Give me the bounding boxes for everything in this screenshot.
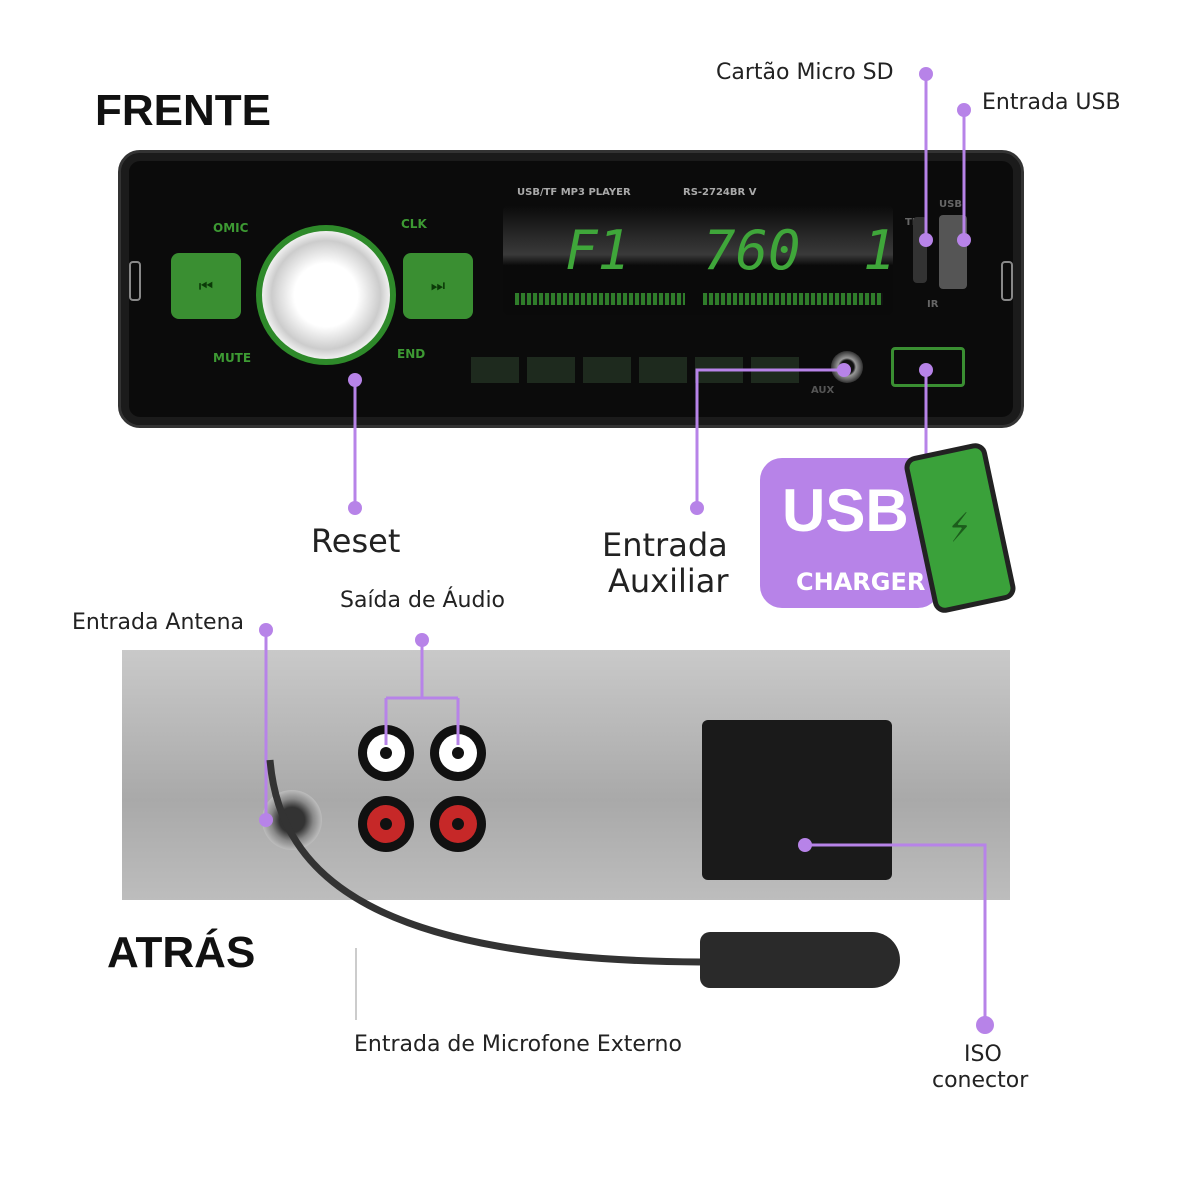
aux-label: AUX — [811, 385, 835, 396]
model-code: RS-2724BR V — [683, 187, 757, 198]
micro-sd-label: Cartão Micro SD — [716, 60, 894, 85]
antenna-label: Entrada Antena — [72, 610, 245, 635]
prev-button[interactable]: ⏮ — [171, 253, 241, 319]
usb-charger-title: USB — [782, 477, 909, 544]
front-heading: FRENTE — [95, 86, 271, 135]
left-release-slot — [129, 261, 141, 301]
tf-label: TF — [905, 217, 919, 228]
display-preset: 1 — [863, 219, 896, 282]
iso-label-line2: conector — [932, 1068, 1029, 1093]
mute-button[interactable]: MUTE — [213, 351, 252, 365]
ir-label: IR — [927, 299, 939, 310]
next-button[interactable]: ⏭ — [403, 253, 473, 319]
audio-out-label: Saída de Áudio — [340, 588, 506, 613]
usb-input-label: Entrada USB — [982, 90, 1121, 115]
mic-label: Entrada de Microfone Externo — [354, 1032, 682, 1057]
rca-red-right — [430, 796, 486, 852]
reset-label: Reset — [311, 522, 401, 560]
usb-charge-port — [891, 347, 965, 387]
usb-port — [939, 215, 967, 289]
usb-charger-subtitle: CHARGER — [796, 568, 926, 596]
lcd-display: F1 760 1 — [503, 205, 896, 315]
spectrum-right — [703, 293, 883, 305]
model-text: USB/TF MP3 PLAYER — [517, 187, 631, 198]
clk-button[interactable]: CLK — [401, 217, 427, 231]
display-frequency: 760 — [703, 219, 801, 282]
iso-label-line1: ISO — [964, 1042, 1002, 1067]
iso-connector — [702, 720, 892, 880]
end-call-button[interactable]: END — [397, 347, 426, 361]
aux-label-line2: Auxiliar — [608, 562, 729, 600]
display-band: F1 — [565, 219, 631, 282]
rca-white-right — [430, 725, 486, 781]
usb-label: USB — [939, 199, 962, 210]
aux-label-line1: Entrada — [602, 526, 728, 564]
rca-red-left — [358, 796, 414, 852]
omic-button[interactable]: OMIC — [213, 221, 249, 235]
radio-front-panel: OMIC CLK MUTE END ⏮ ⏭ USB/TF MP3 PLAYER … — [118, 150, 1024, 428]
right-release-slot — [1001, 261, 1013, 301]
spectrum-left — [515, 293, 685, 305]
volume-knob[interactable] — [256, 225, 396, 365]
mic-jack-plug — [700, 932, 900, 988]
back-heading: ATRÁS — [107, 928, 256, 977]
